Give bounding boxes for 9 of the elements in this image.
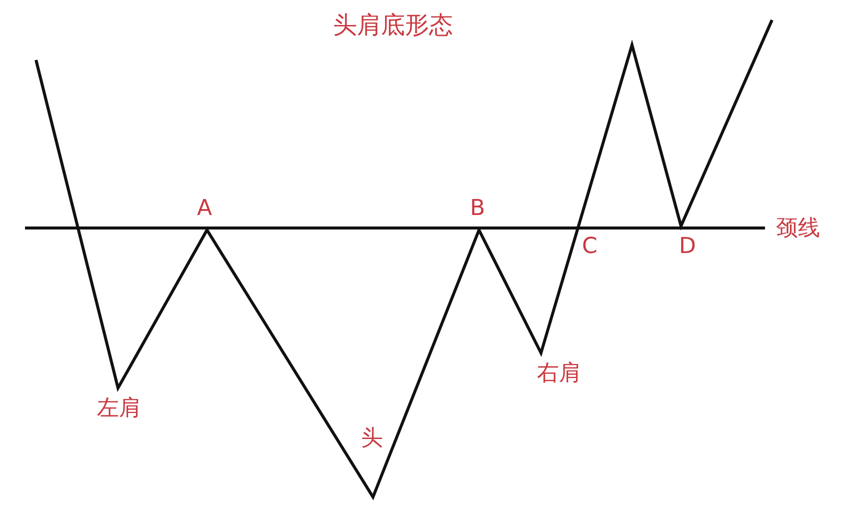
head-label: 头 [361,428,383,450]
shoulder-label: 左肩 [97,398,141,420]
title: 头肩底形态 [333,13,453,37]
point-label: C [582,236,598,258]
point-label: A [197,198,212,220]
shoulder-label: 右肩 [537,363,581,385]
point-label: B [470,198,486,220]
neckline-label: 颈线 [776,218,820,240]
point-label: D [679,236,696,258]
